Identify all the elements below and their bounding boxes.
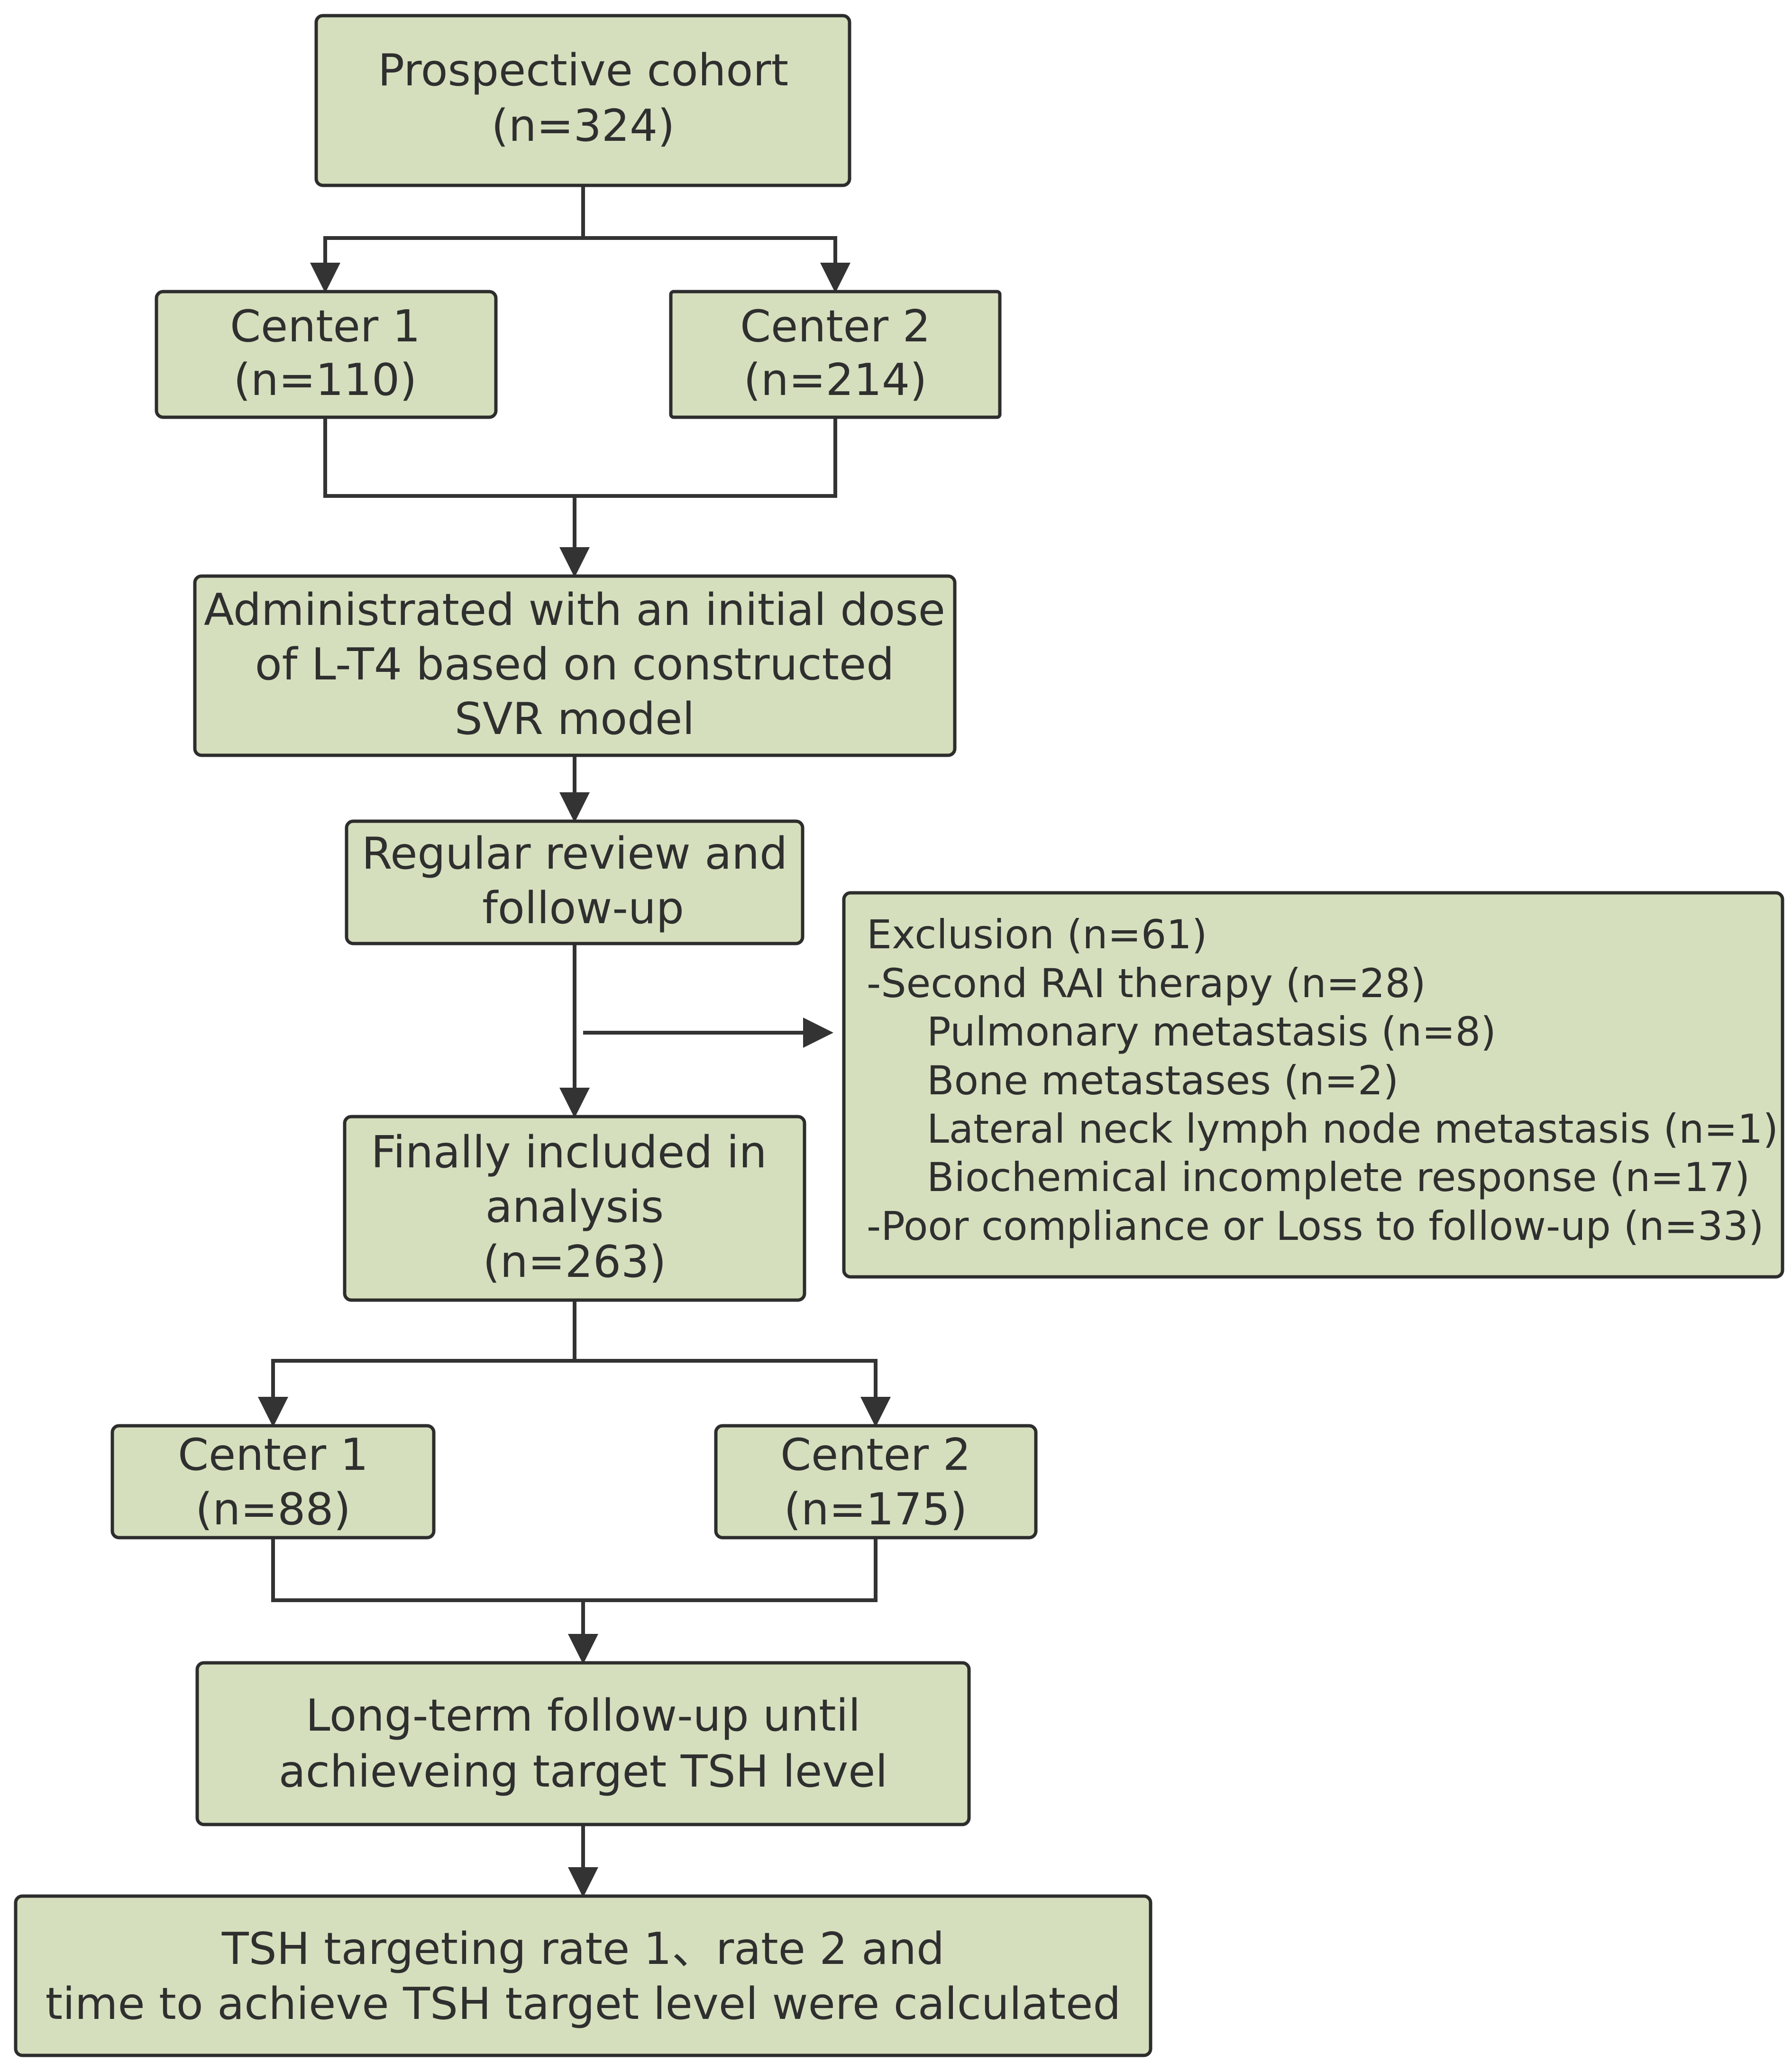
finally-included-count: (n=263) xyxy=(483,1236,667,1287)
exclusion-pulmonary: Pulmonary metastasis (n=8) xyxy=(927,1009,1496,1055)
exclusion-bone: Bone metastases (n=2) xyxy=(927,1057,1399,1104)
merge-arrow-to-administrated xyxy=(323,417,837,574)
tsh-rate-line1: TSH targeting rate 1、rate 2 and xyxy=(221,1923,944,1974)
exclusion-title: Exclusion (n=61) xyxy=(867,911,1207,958)
exclusion-biochemical: Biochemical incomplete response (n=17) xyxy=(927,1154,1750,1201)
center1-bottom-label: Center 1 xyxy=(178,1429,368,1480)
split-arrow-to-center2-bottom xyxy=(575,1359,891,1427)
center2-bottom-label: Center 2 xyxy=(780,1429,971,1480)
finally-included-line1: Finally included in xyxy=(371,1127,767,1178)
regular-review-line1: Regular review and xyxy=(362,828,787,879)
prospective-cohort-count: (n=324) xyxy=(492,100,675,151)
split-arrow-to-center2-top xyxy=(583,236,850,293)
center2-bottom-box: Center 2 (n=175) xyxy=(714,1424,1038,1540)
connectors xyxy=(258,186,891,1898)
administrated-line1: Administrated with an initial dose xyxy=(204,584,945,635)
exclusion-box: Exclusion (n=61) -Second RAI therapy (n=… xyxy=(842,891,1784,1279)
center2-top-label: Center 2 xyxy=(740,301,931,352)
center2-top-count: (n=214) xyxy=(744,354,927,405)
long-term-line1: Long-term follow-up until xyxy=(306,1690,860,1741)
center1-bottom-box: Center 1 (n=88) xyxy=(110,1424,436,1540)
administrated-line3: SVR model xyxy=(455,693,695,744)
center2-bottom-count: (n=175) xyxy=(784,1484,968,1535)
tsh-rate-line2: time to achieve TSH target level were ca… xyxy=(46,1978,1121,2029)
split-arrow-to-center1-bottom xyxy=(258,1300,576,1427)
center2-top-box: Center 2 (n=214) xyxy=(669,290,1002,419)
exclusion-lateral-neck: Lateral neck lymph node metastasis (n=1) xyxy=(927,1106,1778,1152)
merge-arrow-to-long-term xyxy=(271,1538,878,1660)
regular-review-line2: follow-up xyxy=(482,882,684,934)
tsh-rate-box: TSH targeting rate 1、rate 2 and time to … xyxy=(14,1894,1152,2057)
finally-included-box: Finally included in analysis (n=263) xyxy=(343,1115,806,1302)
prospective-cohort-label: Prospective cohort xyxy=(378,45,788,96)
administrated-box: Administrated with an initial dose of L-… xyxy=(193,574,957,757)
exclusion-poor-compliance: -Poor compliance or Loss to follow-up (n… xyxy=(867,1203,1764,1249)
center1-top-label: Center 1 xyxy=(230,301,421,352)
prospective-cohort-box: Prospective cohort (n=324) xyxy=(314,14,851,187)
regular-review-box: Regular review and follow-up xyxy=(345,819,805,945)
split-arrow-to-center1-top xyxy=(310,186,585,293)
center1-top-count: (n=110) xyxy=(234,354,417,405)
administrated-line2: of L-T4 based on constructed xyxy=(255,639,895,690)
finally-included-line2: analysis xyxy=(485,1181,664,1232)
center1-top-box: Center 1 (n=110) xyxy=(155,290,498,419)
center1-bottom-count: (n=88) xyxy=(195,1484,351,1535)
exclusion-second-rai: -Second RAI therapy (n=28) xyxy=(867,960,1426,1007)
long-term-followup-box: Long-term follow-up until achieveing tar… xyxy=(195,1661,971,1826)
long-term-line2: achieveing target TSH level xyxy=(279,1746,888,1797)
